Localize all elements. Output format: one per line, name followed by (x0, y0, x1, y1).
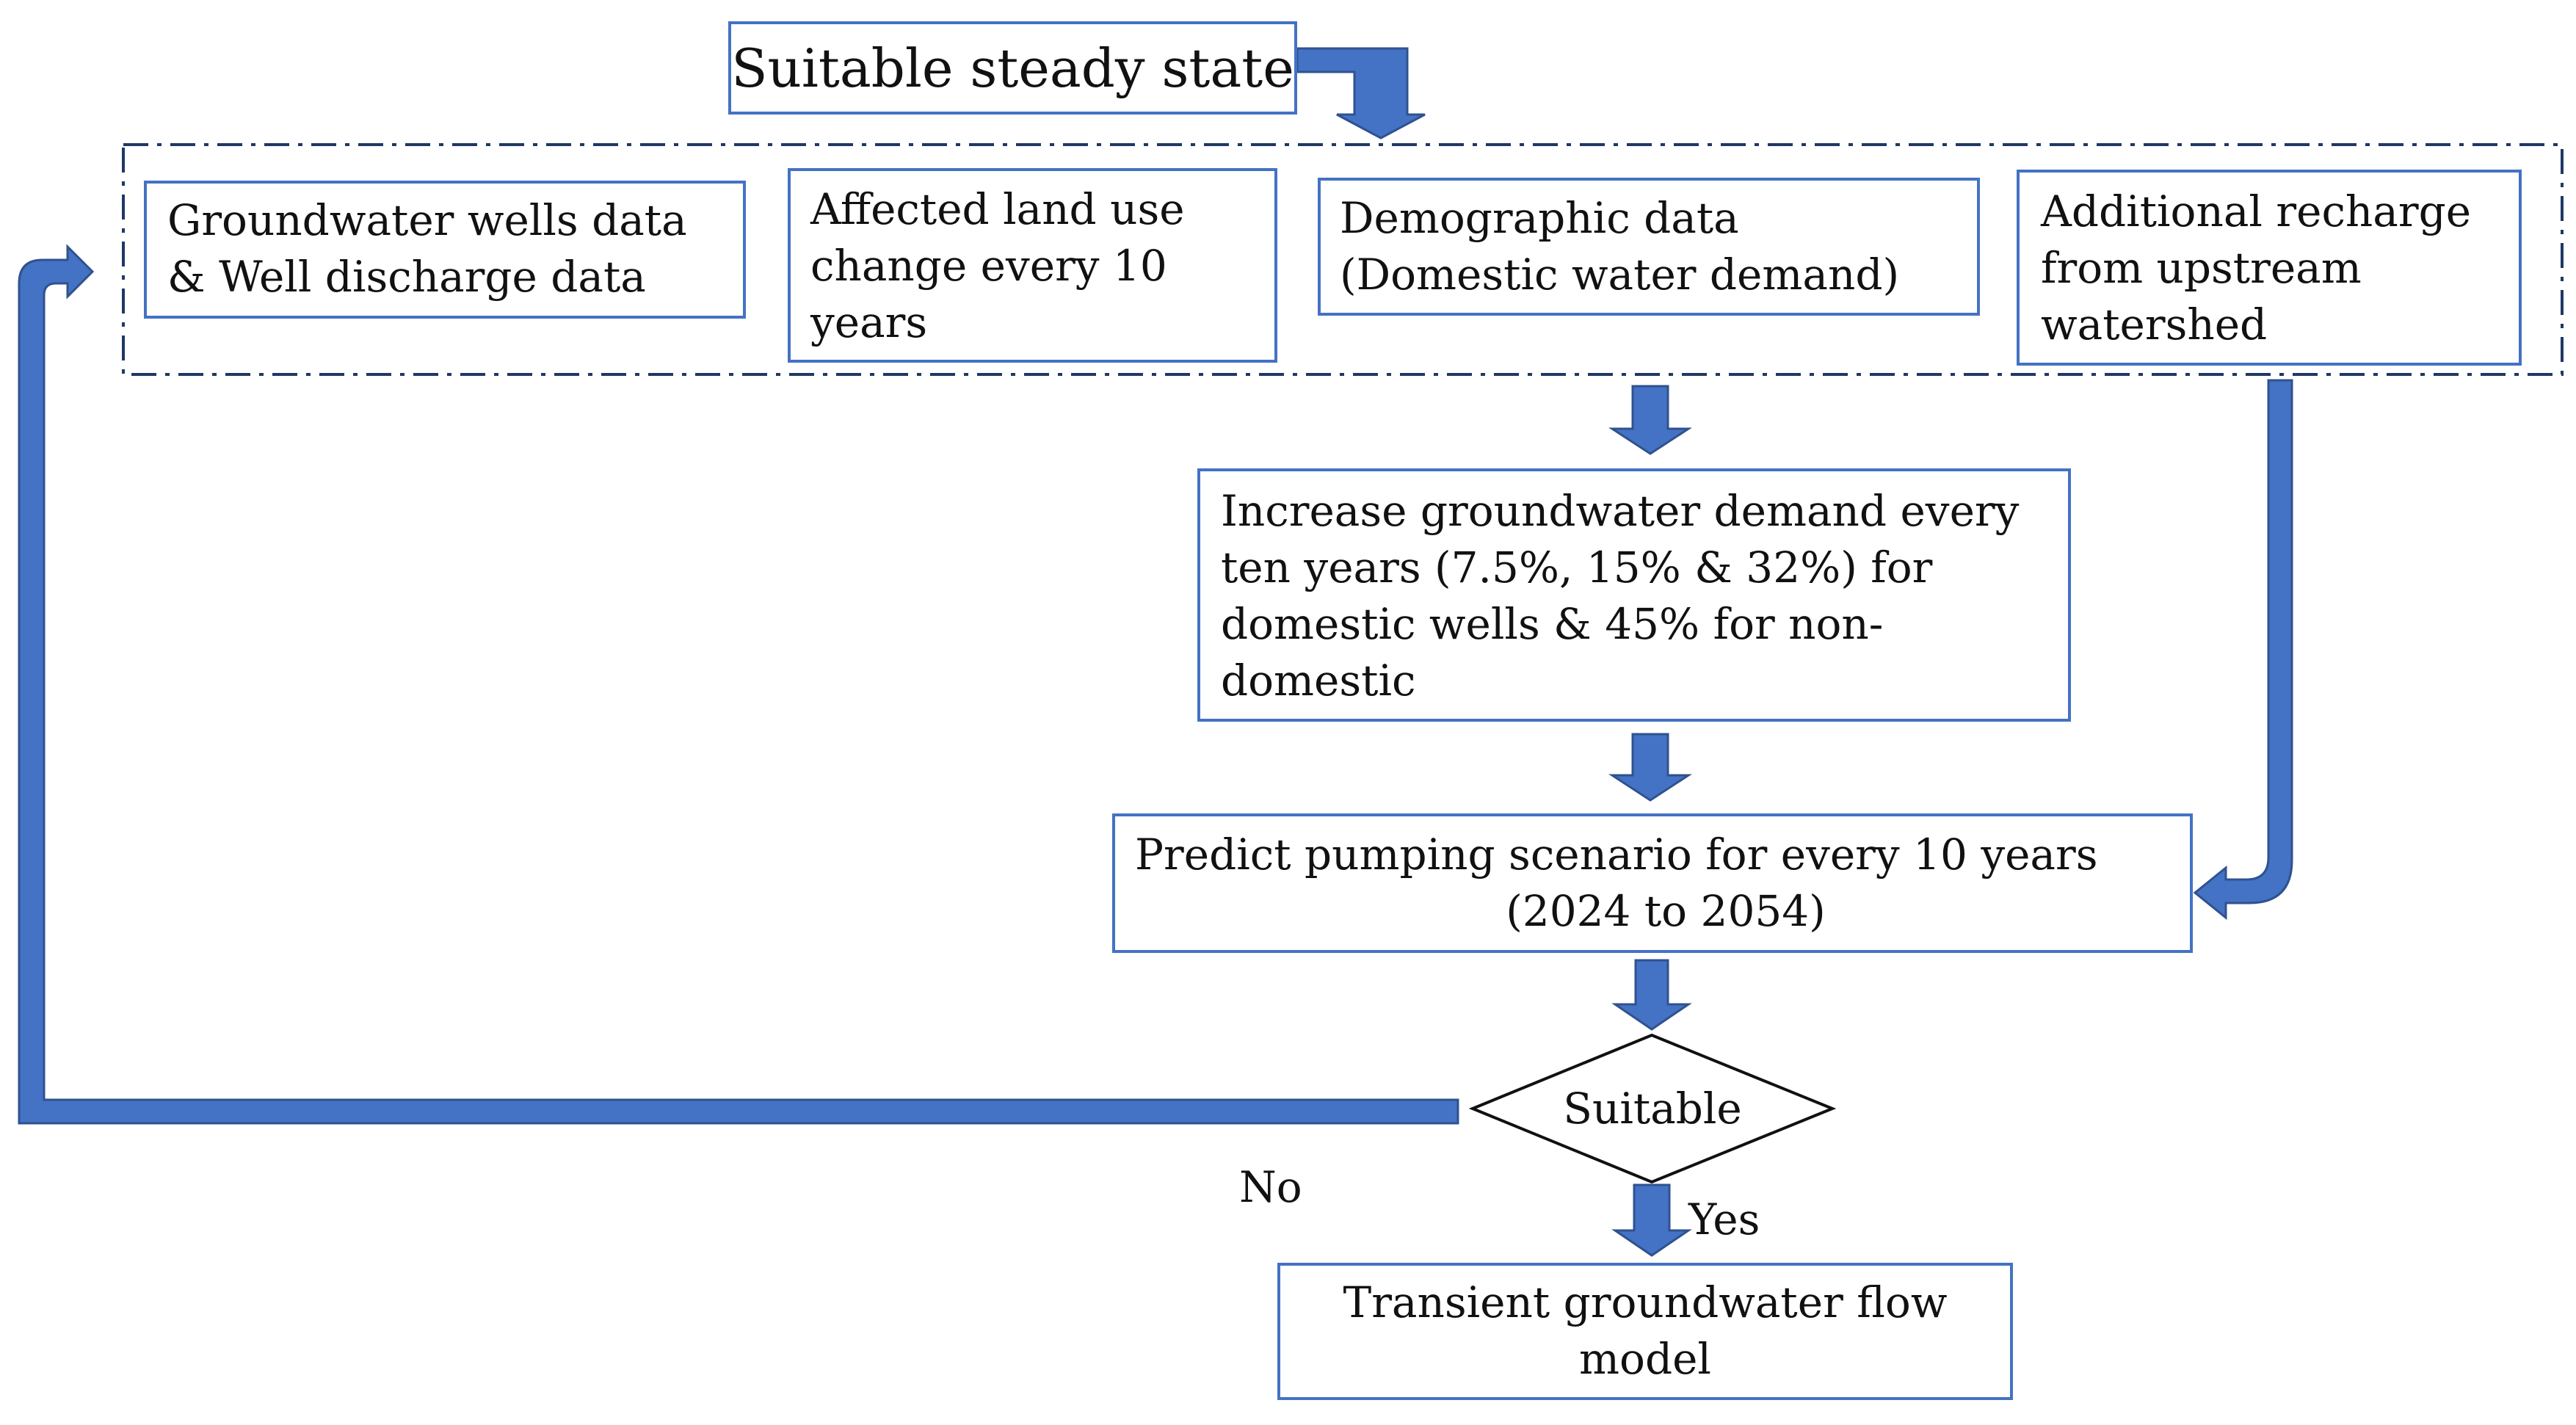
predict-line-2: (2024 to 2054) (1506, 886, 1826, 936)
wells-data-line-1: Groundwater wells data (167, 195, 687, 245)
transient-line-2: model (1579, 1334, 1711, 1384)
demand-line-1: Increase groundwater demand every (1221, 486, 2020, 536)
steady-state-box (728, 21, 1297, 115)
demand-line-4: domestic (1221, 656, 1416, 706)
arrow-recharge-to-predict (2193, 379, 2293, 921)
land-use-box (788, 168, 1277, 363)
arrow-inputs-to-demand (1608, 385, 1693, 455)
land-use-line-1: Affected land use (810, 184, 1185, 234)
transient-box (1277, 1263, 2013, 1400)
arrow-demand-to-predict (1608, 733, 1693, 802)
arrow-no-feedback (18, 244, 1459, 1125)
arrow-predict-to-decision (1611, 959, 1692, 1031)
predict-line-1: Predict pumping scenario for every 10 ye… (1135, 830, 2098, 880)
arrow-decision-to-transient (1611, 1183, 1692, 1257)
demand-line-2: ten years (7.5%, 15% & 32%) for (1221, 543, 1933, 592)
steady-state-line-1: Suitable steady state (731, 37, 1294, 99)
transient-line-1: Transient groundwater flow (1343, 1277, 1948, 1327)
no-label: No (1239, 1162, 1302, 1212)
decision-diamond (1468, 1033, 1837, 1184)
demographic-line-2: (Domestic water demand) (1340, 250, 1900, 300)
wells-data-box (144, 181, 746, 319)
demand-line-3: domestic wells & 45% for non- (1221, 599, 1884, 649)
recharge-line-1: Additional recharge (2041, 186, 2472, 236)
input-group-frame (122, 143, 2564, 376)
wells-data-line-2: & Well discharge data (167, 252, 646, 302)
predict-box (1112, 813, 2193, 953)
demographic-line-1: Demographic data (1340, 193, 1739, 243)
land-use-line-2: change every 10 (810, 241, 1167, 291)
decision-label: Suitable (1563, 1084, 1742, 1134)
recharge-box (2017, 170, 2522, 366)
recharge-line-3: watershed (2041, 300, 2268, 349)
demand-box (1197, 468, 2071, 722)
land-use-line-3: years (810, 297, 928, 347)
yes-label: Yes (1688, 1194, 1760, 1244)
recharge-line-2: from upstream (2041, 243, 2362, 293)
arrow-steady-to-inputs (1296, 47, 1426, 139)
demographic-box (1318, 178, 1980, 316)
